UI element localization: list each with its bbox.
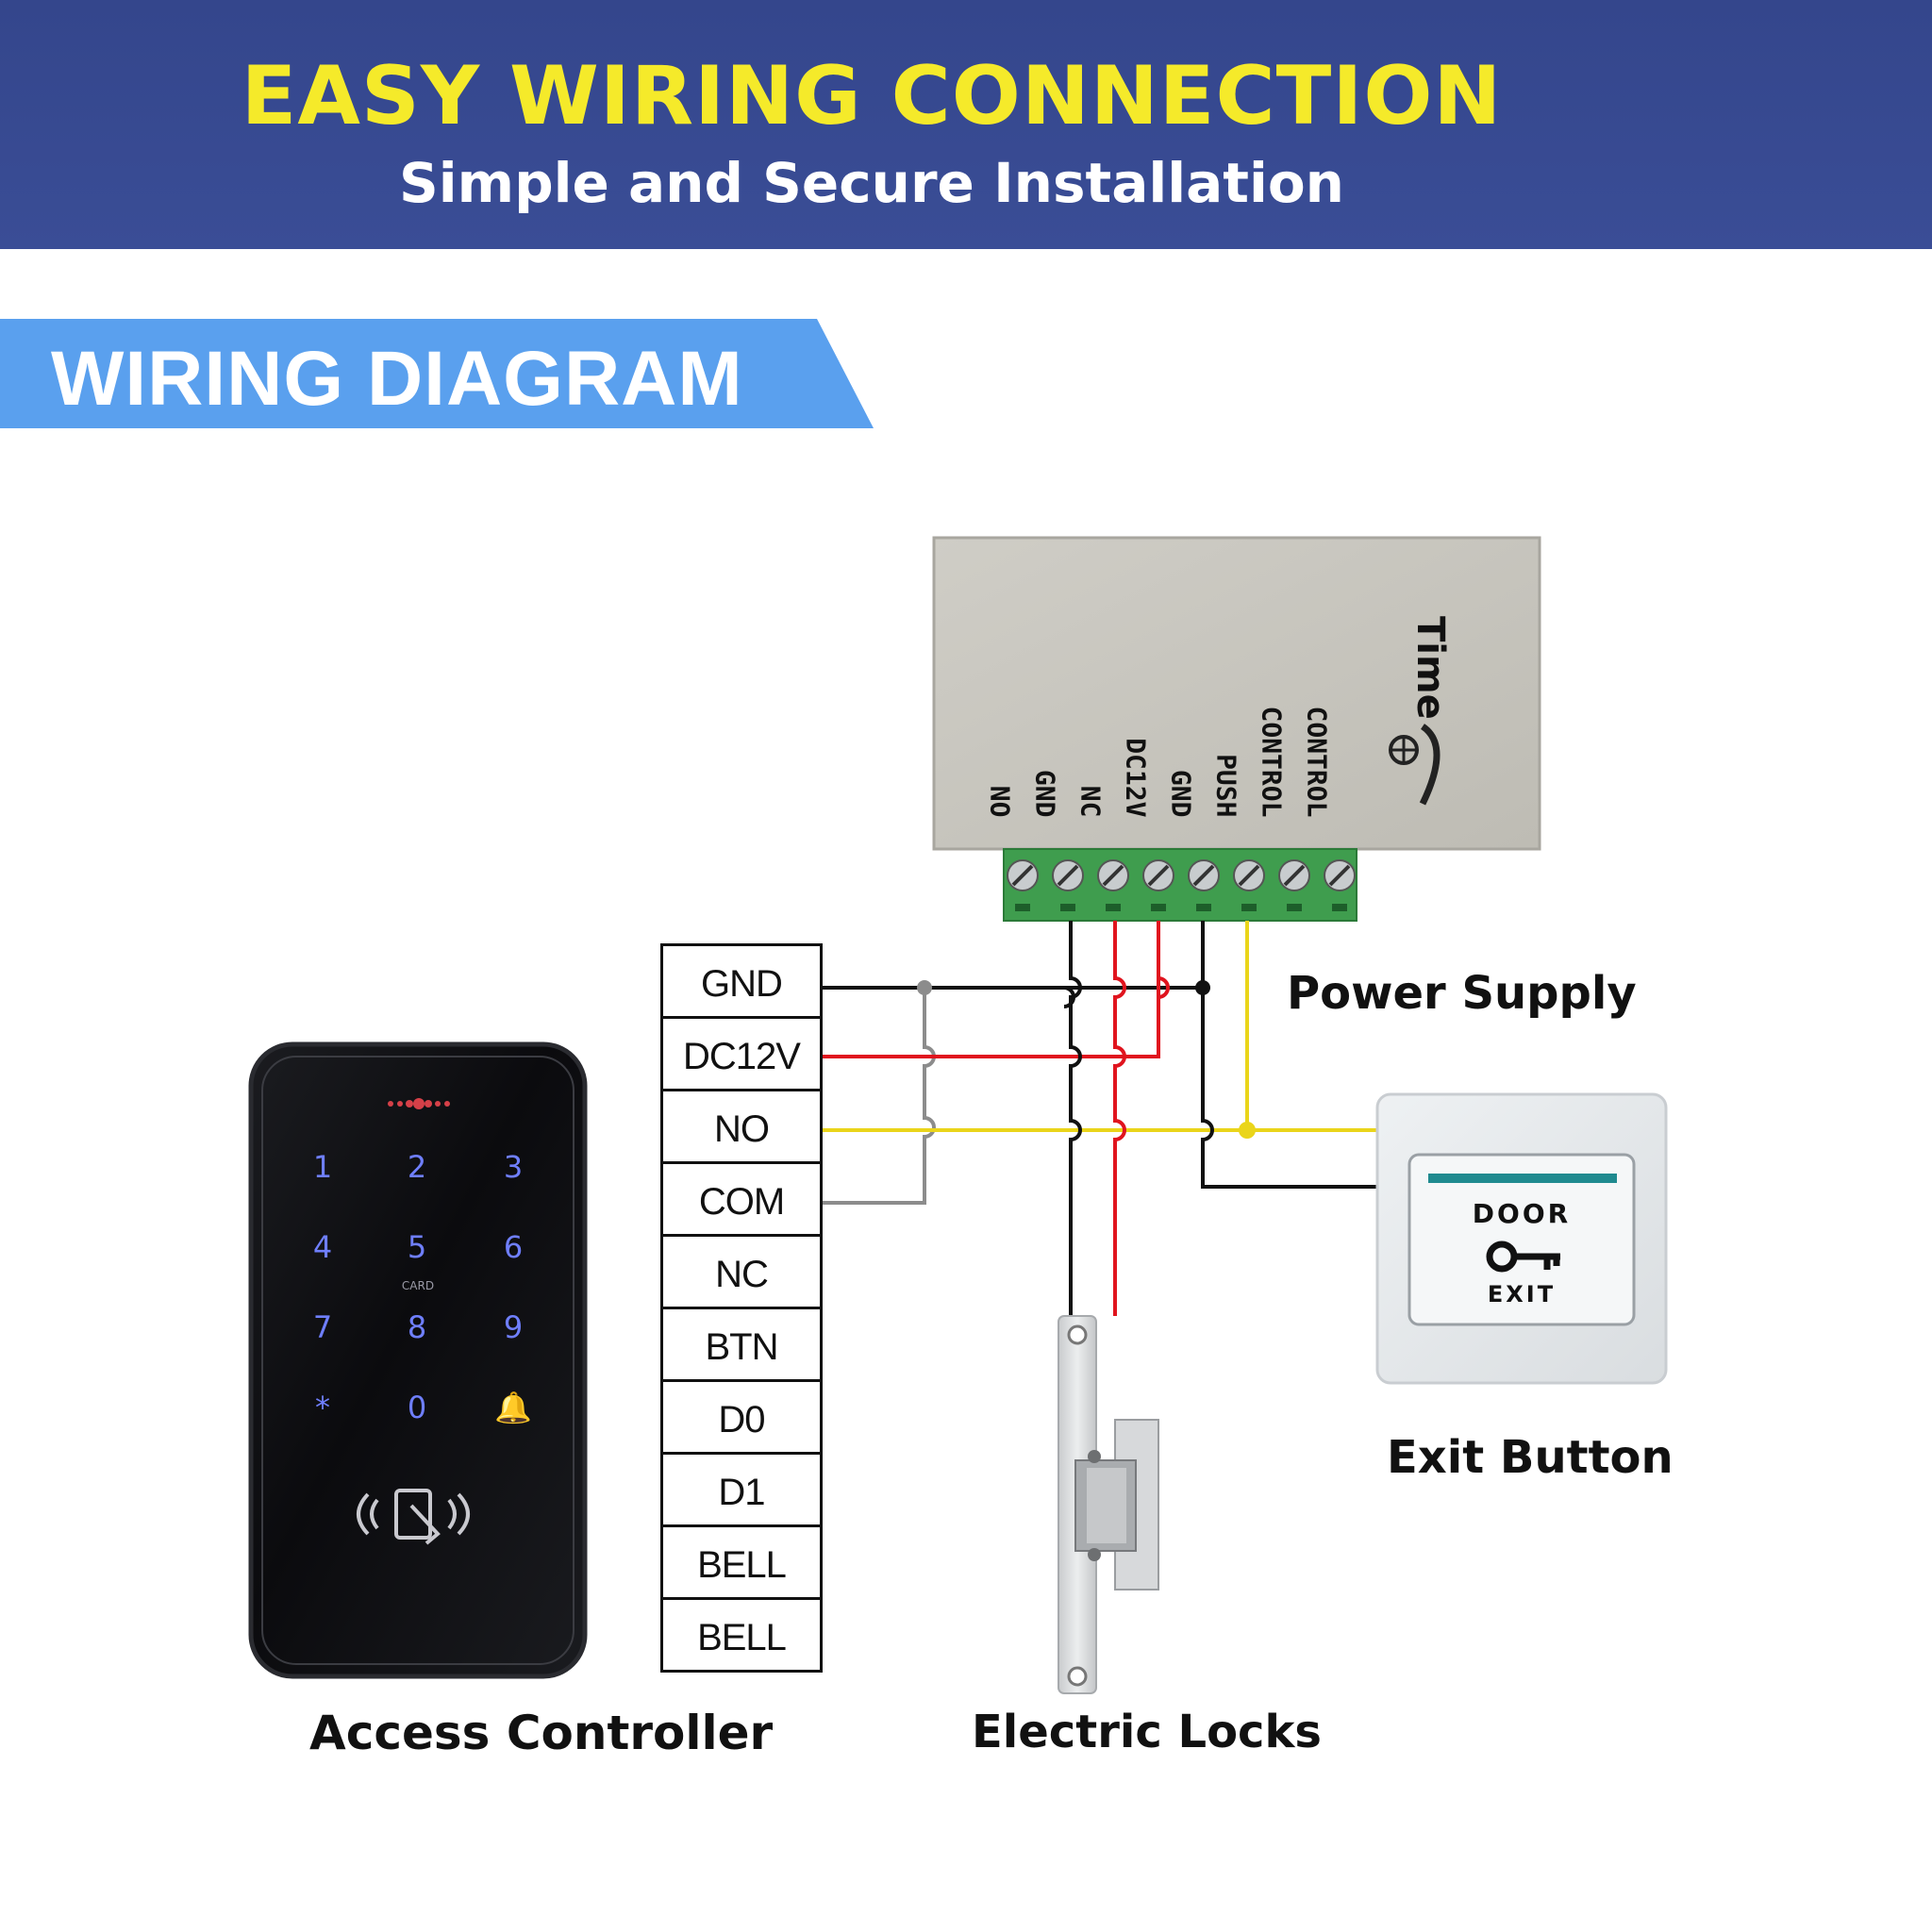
keypad-key-9[interactable]: * — [315, 1390, 330, 1425]
exit-button-label: Exit Button — [1387, 1431, 1674, 1484]
power-supply-label: Power Supply — [1287, 967, 1637, 1020]
keypad-key-11[interactable]: 🔔 — [494, 1390, 532, 1425]
keypad-key-0[interactable]: 1 — [312, 1149, 333, 1185]
wire-lock-red — [1113, 921, 1126, 1316]
terminal-btn-5: BTN — [660, 1307, 823, 1382]
power-pin-label-6: CONTROL — [1256, 706, 1288, 818]
terminal-d0-6: D0 — [660, 1379, 823, 1455]
power-pin-label-1: GND — [1029, 769, 1061, 818]
power-pin-label-7: CONTROL — [1301, 706, 1333, 818]
nfc-card-icon — [357, 1489, 470, 1545]
exit-button-top-text: DOOR — [1472, 1198, 1572, 1229]
keypad-key-4[interactable]: 5 — [407, 1229, 427, 1265]
terminal-screw-7 — [1324, 859, 1356, 911]
terminal-screw-5 — [1233, 859, 1265, 911]
terminal-bell-9: BELL — [660, 1597, 823, 1673]
keypad-key-3[interactable]: 4 — [312, 1229, 333, 1265]
wire-dc12v — [823, 924, 1160, 1058]
keypad-key-5[interactable]: 6 — [503, 1229, 524, 1265]
terminal-com-3: COM — [660, 1161, 823, 1237]
section-title: WIRING DIAGRAM — [51, 336, 743, 422]
junction-gray — [917, 980, 932, 995]
power-pin-label-2: NC — [1074, 785, 1107, 818]
terminal-screws — [1007, 859, 1356, 911]
junction-black — [1195, 980, 1210, 995]
power-pin-label-5: PUSH — [1210, 754, 1242, 818]
key-icon — [1486, 1241, 1560, 1273]
terminal-no-2: NO — [660, 1089, 823, 1164]
keypad-card-label: CARD — [401, 1279, 435, 1292]
terminal-bell-8: BELL — [660, 1524, 823, 1600]
terminal-screw-2 — [1097, 859, 1129, 911]
terminal-screw-1 — [1052, 859, 1084, 911]
keypad-key-1[interactable]: 2 — [407, 1149, 427, 1185]
access-controller-label: Access Controller — [309, 1706, 774, 1760]
keypad-key-6[interactable]: 7 — [312, 1309, 333, 1345]
keypad-key-7[interactable]: 8 — [407, 1309, 427, 1345]
wire-gnd — [823, 986, 1203, 1008]
keypad-device — [248, 1041, 588, 1679]
power-pin-label-4: GND — [1165, 769, 1197, 818]
exit-button — [1375, 1092, 1668, 1385]
wire-lock-black — [1069, 921, 1082, 1316]
power-pin-label-0: NO — [984, 785, 1016, 818]
wires — [823, 921, 1377, 1316]
terminal-gnd-0: GND — [660, 943, 823, 1019]
banner-subtitle: Simple and Secure Installation — [399, 151, 1344, 215]
keypad-key-8[interactable]: 9 — [503, 1309, 524, 1345]
terminal-screw-6 — [1278, 859, 1310, 911]
wire-red-feed — [1157, 921, 1170, 1057]
electric-locks-label: Electric Locks — [972, 1706, 1322, 1758]
header-banner — [0, 0, 1932, 249]
banner-title: EASY WIRING CONNECTION — [241, 49, 1503, 143]
power-supply-time-label: Time — [1408, 616, 1452, 720]
keypad-key-10[interactable]: 0 — [407, 1390, 427, 1425]
terminal-d1-7: D1 — [660, 1452, 823, 1527]
electric-lock — [1058, 1315, 1159, 1694]
power-supply-logo-icon — [1389, 724, 1441, 806]
indicator-leds — [388, 1098, 450, 1109]
terminal-dc12v-1: DC12V — [660, 1016, 823, 1091]
wire-gray-com — [823, 988, 936, 1205]
section-tab — [0, 319, 874, 428]
terminal-screw-3 — [1142, 859, 1174, 911]
exit-button-bottom-text: EXIT — [1487, 1281, 1557, 1307]
power-pin-label-3: DC12V — [1120, 738, 1152, 818]
terminal-screw-0 — [1007, 859, 1039, 911]
wire-gnd-exit — [1201, 921, 1377, 1189]
power-supply — [932, 536, 1541, 922]
terminal-nc-4: NC — [660, 1234, 823, 1309]
keypad-key-2[interactable]: 3 — [503, 1149, 524, 1185]
terminal-screw-4 — [1188, 859, 1220, 911]
